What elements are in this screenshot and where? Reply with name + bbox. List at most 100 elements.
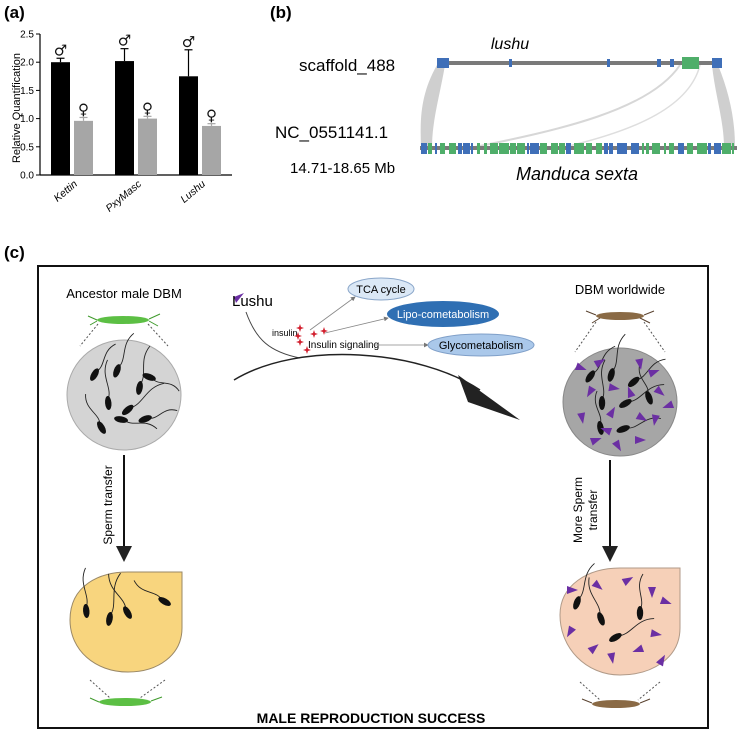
synteny-ribbon-center [469, 64, 681, 149]
panel-c-letter: (c) [4, 243, 25, 262]
insulin-star [310, 330, 318, 338]
zoom-line [147, 323, 169, 347]
lushu-protein-triangle [577, 412, 586, 424]
sperm [607, 333, 626, 382]
nc-gene-block [697, 143, 707, 154]
ancestor-label: Ancestor male DBM [66, 286, 182, 301]
lushu-protein-triangle [591, 579, 603, 590]
synteny-ribbon-left [420, 65, 445, 148]
sperm [138, 409, 178, 423]
green-moth-top [87, 313, 161, 327]
nc-gene-block [631, 143, 639, 154]
lushu-protein-triangle [621, 577, 634, 586]
male-symbol: ♂ [54, 41, 67, 59]
y-tick-label: 2.5 [20, 30, 34, 41]
sperm-head [83, 604, 90, 618]
sperm [627, 358, 666, 388]
lushu-protein-triangle [608, 383, 620, 392]
nc-gene-block [540, 143, 547, 154]
nc-gene-block [449, 143, 456, 154]
lushu-curve [245, 311, 301, 359]
lushu-label: Lushu [232, 293, 273, 310]
sperm [142, 373, 180, 392]
nc-gene-block [484, 143, 487, 154]
nc-gene-block [559, 143, 565, 154]
lushu-protein-triangle [587, 385, 596, 398]
more-sperm-line1: More Sperm [571, 477, 585, 543]
sperm [114, 416, 158, 430]
insulin-star [296, 338, 304, 346]
nc-gene-block [609, 143, 613, 154]
lushu-protein-triangle [635, 412, 648, 421]
nc-gene-block [440, 143, 445, 154]
sperm-head [573, 596, 581, 610]
y-axis-label: Relative Quantification [11, 53, 23, 163]
scaffold-exon [712, 58, 722, 68]
bar [202, 125, 221, 175]
nc-gene-block [421, 143, 427, 154]
lushu-protein-triangle [612, 439, 621, 452]
nc-gene-block [642, 143, 644, 154]
y-tick-label: 2.0 [20, 58, 34, 69]
sperm [619, 384, 665, 408]
panel-a-letter: (a) [4, 3, 25, 22]
lushu-protein-triangle [587, 644, 599, 655]
lipo-label: Lipo-cometabolism [397, 309, 489, 321]
nc-gene-block [428, 143, 432, 154]
female-symbol: ♀ [206, 107, 217, 125]
range-label: 14.71-18.65 Mb [290, 160, 395, 177]
sperm-head [607, 368, 615, 382]
sperm [638, 363, 653, 405]
sperm-head [105, 396, 112, 410]
lushu-protein-triangle [607, 652, 616, 664]
y-tick-label: 1.0 [20, 114, 34, 125]
sperm [136, 345, 151, 395]
sperm-head [123, 606, 132, 619]
lushu-protein-triangle [574, 362, 587, 371]
bar [51, 62, 70, 176]
sperm [108, 573, 132, 619]
worldwide-label: DBM worldwide [575, 282, 665, 297]
male-symbol: ♂ [118, 32, 131, 50]
nc-gene-block [732, 143, 734, 154]
sperm-head [113, 364, 121, 378]
bar [115, 61, 134, 175]
sperm-head [106, 612, 113, 626]
insulin-signaling-label: Insulin signaling [308, 340, 379, 351]
nc-gene-block [617, 143, 627, 154]
nc-gene-block [510, 143, 516, 154]
lushu-protein-triangle [567, 625, 576, 638]
green-moth-bottom [89, 696, 163, 706]
nc-gene-block [566, 143, 571, 154]
sperm [636, 573, 644, 620]
nc-gene-block [714, 143, 721, 154]
lushu-protein-triangle [651, 414, 660, 426]
big-arrow-shaft [233, 353, 481, 391]
nc-gene-block [477, 143, 480, 154]
lipo-node [387, 301, 499, 327]
nc-gene-block [687, 143, 693, 154]
sperm [121, 382, 165, 416]
sperm [106, 572, 121, 626]
glyco-node [427, 333, 535, 357]
lushu-protein-triangle [632, 644, 645, 653]
insulin-label: insulin [272, 328, 298, 338]
ancestor-sperm-cell [66, 339, 182, 451]
lushu-protein-triangle [656, 654, 665, 667]
lushu-protein-triangle [606, 406, 615, 419]
sperm-head [114, 416, 128, 423]
scaffold-lushu-gene [682, 57, 699, 69]
bar [138, 118, 157, 175]
nc-gene-block [669, 143, 674, 154]
more-sperm-line2: transfer [586, 490, 600, 531]
sperm [133, 580, 171, 606]
sperm [85, 394, 106, 434]
nc-gene-block [586, 143, 592, 154]
lushu-protein-triangle [589, 437, 602, 446]
male-reproduction-success-label: MALE REPRODUCTION SUCCESS [257, 710, 486, 726]
sperm [104, 359, 112, 410]
nc-gene-block [574, 143, 584, 154]
x-tick-label: Kettin [52, 178, 80, 205]
panel-b: (b) lushu scaffold_488 NC_0551141.1 14.7… [270, 3, 737, 184]
nc-gene-block [471, 143, 473, 154]
